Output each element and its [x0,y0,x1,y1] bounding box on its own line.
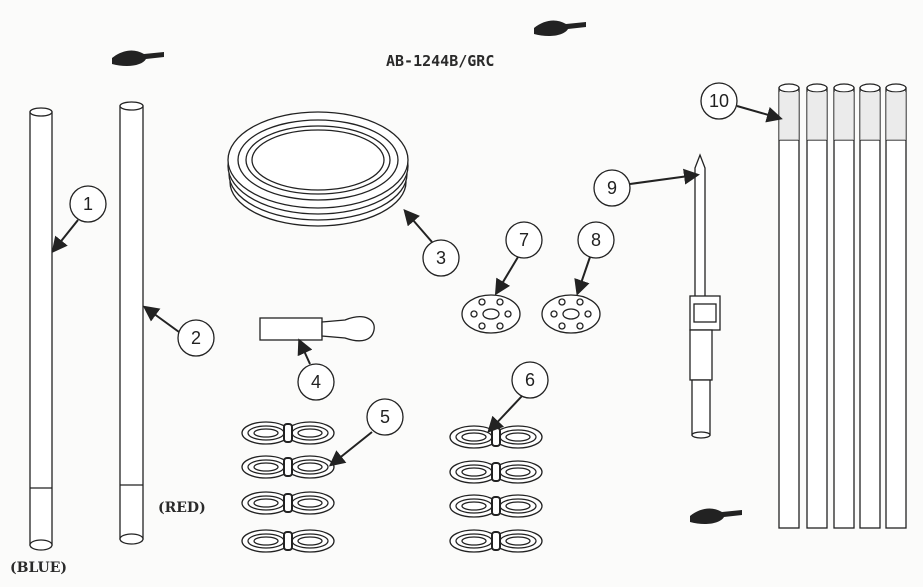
callout-8: 8 [577,221,615,259]
callout-6: 6 [511,361,549,399]
svg-text:2: 2 [191,328,201,348]
antenna-base-9 [689,153,721,439]
callout-5: 5 [366,398,404,436]
pointing-hand-icon [112,50,164,67]
svg-text:1: 1 [83,194,93,214]
cable-coil-3 [227,111,409,227]
guy-ropes-5 [241,421,335,553]
callout-7: 7 [505,221,543,259]
label-blue: (BLUE) [10,560,68,576]
callout-2: 2 [177,319,215,357]
svg-text:9: 9 [607,178,617,198]
pole-2-red [119,101,144,545]
leader-lines [51,105,783,467]
svg-text:10: 10 [709,91,729,111]
callout-4: 4 [297,363,335,401]
svg-text:6: 6 [525,370,535,390]
callout-1: 1 [69,185,107,223]
pointing-hand-icon [534,20,586,37]
callout-3: 3 [422,239,460,277]
guy-plate-8 [541,294,601,334]
callout-10: 10 [700,82,738,120]
svg-text:4: 4 [311,372,321,392]
svg-text:8: 8 [591,230,601,250]
svg-text:3: 3 [436,248,446,268]
stake-4 [259,316,375,342]
label-red: (RED) [158,500,206,516]
diagram-title: AB-1244B/GRC [386,52,495,70]
guy-ropes-6 [449,425,543,553]
pole-1-blue [29,107,53,551]
svg-text:5: 5 [380,407,390,427]
callout-9: 9 [593,169,631,207]
mast-sections-10 [778,83,907,529]
guy-plate-7 [461,294,521,334]
pointing-hand-icon [690,508,742,525]
svg-text:7: 7 [519,230,529,250]
